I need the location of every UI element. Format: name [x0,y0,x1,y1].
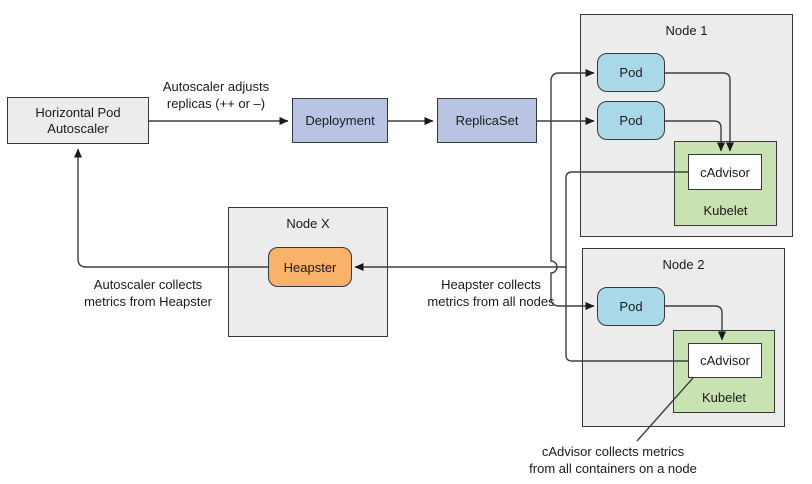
hpa-label-line1: Horizontal Pod [35,104,121,120]
nodex-title: Node X [286,216,330,231]
hpa-box: Horizontal Pod Autoscaler [7,97,149,144]
heapster-collects-line1: Heapster collects [441,277,541,292]
node2-cadvisor-box: cAdvisor [688,343,762,378]
heapster-label: Heapster [283,259,337,275]
node1-pod1-label: Pod [619,65,643,80]
node1-pod2-box: Pod [597,101,665,140]
node1-cadvisor-label: cAdvisor [700,164,750,180]
cadvisor-collects-line2: from all containers on a node [529,461,697,476]
autoscaler-collects-line1: Autoscaler collects [93,277,203,292]
deployment-label: Deployment [305,113,375,128]
node1-pod1-box: Pod [597,53,665,92]
node1-kubelet-label: Kubelet [703,203,748,218]
autoscaler-collects-annotation: Autoscaler collects metrics from Heapste… [55,276,241,310]
node1-title: Node 1 [665,23,708,38]
autoscaler-adjusts-annotation: Autoscaler adjusts replicas (++ or –) [140,78,292,112]
heapster-collects-annotation: Heapster collects metrics from all nodes [399,276,583,310]
hpa-label-line2: Autoscaler [47,120,109,136]
node2-kubelet-label: Kubelet [701,390,747,405]
heapster-collects-line2: metrics from all nodes [427,294,555,309]
autoscaler-adjusts-line1: Autoscaler adjusts [162,79,270,94]
cadvisor-collects-annotation: cAdvisor collects metrics from all conta… [508,443,718,477]
replicaset-label: ReplicaSet [455,113,519,128]
cadvisor-collects-line1: cAdvisor collects metrics [541,444,685,459]
deployment-box: Deployment [292,98,388,143]
autoscaler-adjusts-line2: replicas (++ or –) [166,96,266,111]
autoscaler-collects-line2: metrics from Heapster [84,294,212,309]
heapster-box: Heapster [268,247,352,287]
node1-pod2-label: Pod [619,113,643,128]
node2-pod-box: Pod [597,287,665,326]
node2-pod-label: Pod [619,299,643,314]
node2-cadvisor-label: cAdvisor [700,353,750,368]
node1-cadvisor-box: cAdvisor [688,154,762,190]
replicaset-box: ReplicaSet [437,98,537,143]
node2-title: Node 2 [662,257,705,272]
